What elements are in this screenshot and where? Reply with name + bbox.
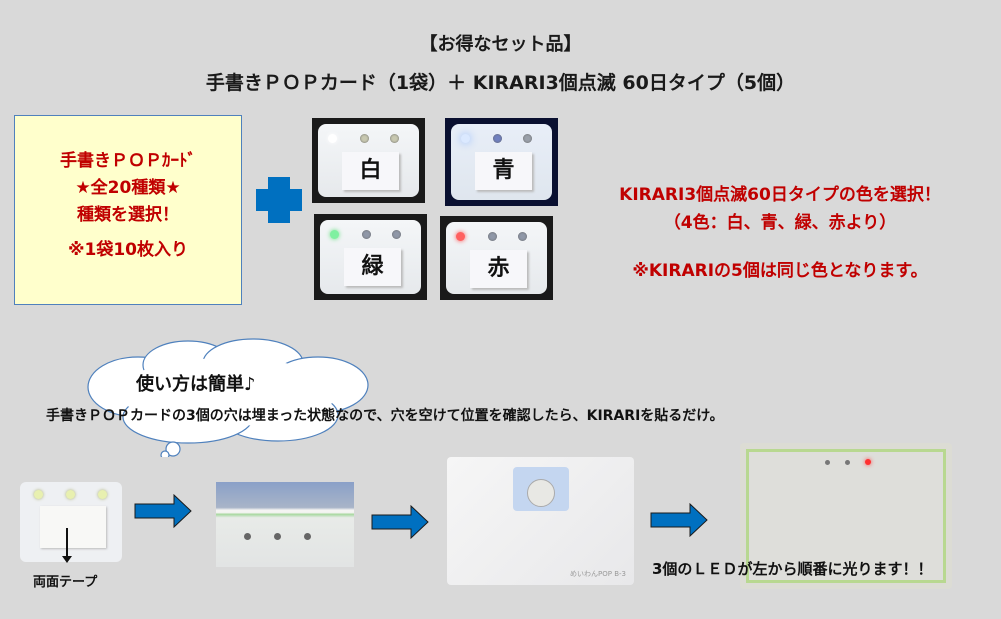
arrow-right-icon [371,505,429,539]
color-select-line-1: KIRARI3個点滅60日タイプの色を選択！ [619,185,941,205]
pop-card-line-4: ※1袋10枚入り [67,240,188,260]
pop-card-line-2: ★全20種類★ [75,178,181,198]
led-green-lit-icon [330,230,339,239]
led-off-icon [493,134,502,143]
led-off-icon [360,134,369,143]
tape-label: 両面テープ [33,575,98,590]
card-holes-photo [216,482,354,567]
led-icon [66,490,75,499]
card-border [746,449,946,583]
kirari-module [513,467,569,511]
led-variant-label: 白 [342,152,399,190]
battery-icon [527,479,555,507]
led-red-lit-icon [456,232,465,241]
led-icon [34,490,43,499]
led-blue-lit-icon [461,134,470,143]
led-white-lit-icon [328,134,337,143]
led-variant-label: 緑 [344,248,401,286]
led-off-icon [518,232,527,241]
plus-icon [256,177,302,223]
led-off-icon [523,134,532,143]
led-variant-label: 青 [475,152,532,190]
cloud-text: 使い方は簡単♪ [136,374,256,395]
led-off-icon [488,232,497,241]
led-variant-label: 赤 [470,250,527,288]
arrow-right-icon [650,503,708,537]
led-variant-green[interactable]: 緑 [314,214,427,300]
led-red-lit-icon [865,459,871,465]
arrow-right-icon [134,494,192,528]
page-title: 【お得なセット品】 [419,34,582,55]
pop-card-line-1: 手書きＰＯＰｶｰﾄﾞ [60,151,196,171]
led-off-icon [362,230,371,239]
led-off-icon [390,134,399,143]
led-icon [98,490,107,499]
led-variant-white[interactable]: 白 [312,118,425,203]
hole-icon [304,533,311,540]
led-variant-red[interactable]: 赤 [440,216,553,300]
pointer-arrowhead-icon [62,556,72,563]
thought-cloud-icon [87,338,369,457]
hole-icon [274,533,281,540]
instruction-text: 手書きＰＯＰカードの3個の穴は埋まった状態なので、穴を空けて位置を確認したら、K… [46,408,724,424]
pop-card-line-3: 種類を選択！ [77,205,179,225]
page-subtitle: 手書きＰＯＰカード（1袋）＋ KIRARI3個点滅 60日タイプ（5個） [205,72,796,94]
led-off-icon [825,460,830,465]
pop-card-box: 手書きＰＯＰｶｰﾄﾞ ★全20種類★ 種類を選択！ ※1袋10枚入り [14,115,242,305]
led-off-icon [392,230,401,239]
pointer-arrow-icon [66,528,68,558]
led-off-icon [845,460,850,465]
card-caption: めいわんPOP B-3 [570,570,626,578]
hole-icon [244,533,251,540]
color-select-line-3: ※KIRARIの5個は同じ色となります。 [632,261,928,281]
card-lit-photo [740,443,952,589]
double-sided-tape [40,506,106,548]
result-text: 3個のＬＥＤが左から順番に光ります！！ [652,560,933,578]
kirari-back-photo [20,482,122,562]
led-variant-blue[interactable]: 青 [445,118,558,206]
color-select-line-2: （4色：白、青、緑、赤より） [663,213,897,233]
card-with-kirari-photo: めいわんPOP B-3 [447,457,634,585]
